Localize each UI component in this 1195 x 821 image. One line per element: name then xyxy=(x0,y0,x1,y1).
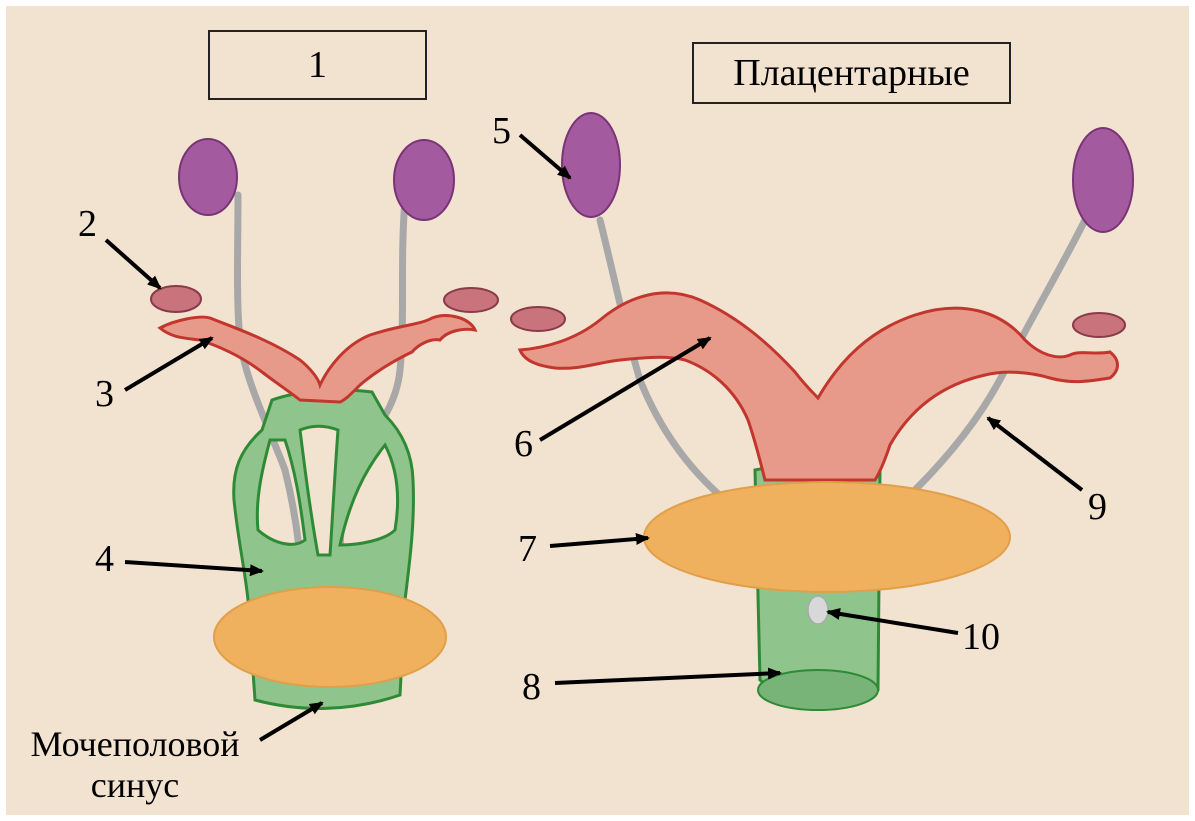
left-gonad-right xyxy=(394,140,454,220)
right-vagina-opening xyxy=(758,670,878,710)
label-3: 3 xyxy=(95,375,114,413)
right-bladder xyxy=(644,482,1010,592)
right-ovary-small-right xyxy=(1073,313,1125,337)
label-7: 7 xyxy=(518,530,537,568)
right-gonad-left xyxy=(562,113,620,217)
caption-line-2: синус xyxy=(10,765,260,806)
urogenital-sinus-caption: Мочеполовой синус xyxy=(10,724,260,807)
label-8: 8 xyxy=(522,668,541,706)
label-5: 5 xyxy=(492,112,511,150)
label-2: 2 xyxy=(78,205,97,243)
right-title-box: Плацентарные xyxy=(692,42,1011,104)
left-ovary-small-left xyxy=(151,286,201,312)
label-10: 10 xyxy=(962,618,1000,656)
right-title: Плацентарные xyxy=(733,51,969,95)
right-ovary-small-left xyxy=(511,307,565,331)
right-gonad-right xyxy=(1073,128,1133,232)
left-title-box: 1 xyxy=(208,30,427,100)
left-bladder xyxy=(214,587,446,687)
caption-line-1: Мочеполовой xyxy=(10,724,260,765)
label-6: 6 xyxy=(514,425,533,463)
label-4: 4 xyxy=(95,540,114,578)
left-gonad-left xyxy=(179,139,237,215)
left-ovary-small-right xyxy=(444,288,498,312)
label-9: 9 xyxy=(1088,488,1107,526)
urethra-opening xyxy=(808,596,828,624)
left-title: 1 xyxy=(308,43,327,87)
